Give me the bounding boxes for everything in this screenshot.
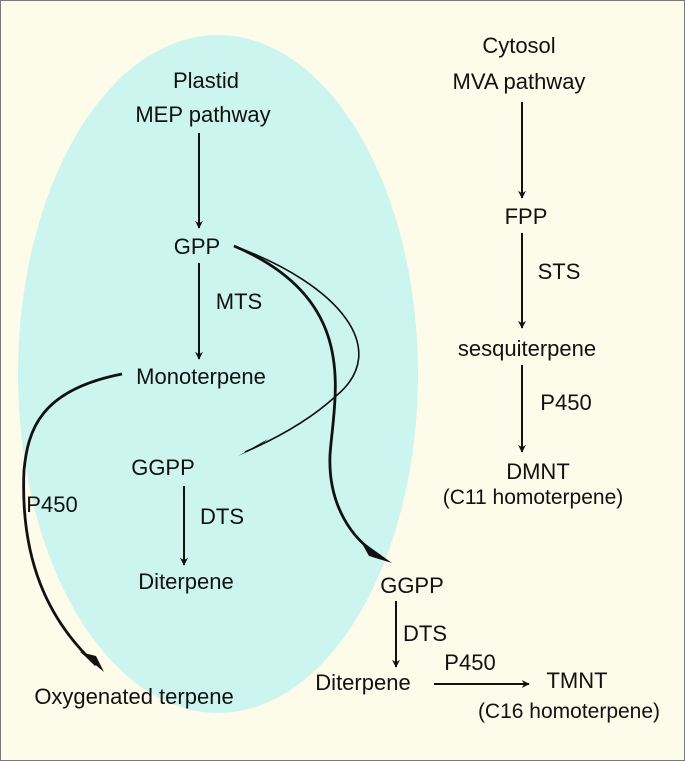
arrow-gpp-to-ggpp-plastid <box>233 245 360 453</box>
tmnt-node: TMNT <box>546 668 607 693</box>
plastid-compartment <box>18 35 418 713</box>
oxygenated-terpene-node: Oxygenated terpene <box>34 684 233 709</box>
diterpene-node-plastid: Diterpene <box>138 569 233 594</box>
mva-pathway-label: MVA pathway <box>453 69 586 94</box>
mep-pathway-label: MEP pathway <box>135 102 270 127</box>
mts-enzyme-label: MTS <box>216 289 262 314</box>
diterpene-node-cytosol: Diterpene <box>315 670 410 695</box>
dmnt-note: (C11 homoterpene) <box>443 486 624 509</box>
p450-enzyme-label-left: P450 <box>26 492 77 517</box>
gpp-node: GPP <box>174 234 220 259</box>
arrow-monoterpene-to-oxygenated <box>22 372 123 667</box>
sesquiterpene-node: sesquiterpene <box>458 336 596 361</box>
dts-enzyme-label-plastid: DTS <box>200 504 244 529</box>
fpp-node: FPP <box>505 204 548 229</box>
arrowhead-gpp-to-ggpp-cytosol <box>360 540 392 563</box>
dmnt-node: DMNT <box>506 459 570 484</box>
p450-enzyme-label-cytosol: P450 <box>540 390 591 415</box>
arrow-gpp-to-ggpp-cytosol <box>233 244 381 558</box>
tmnt-note: (C16 homoterpene) <box>478 700 660 723</box>
plastid-title: Plastid <box>173 68 239 93</box>
arrowhead-monoterpene-to-oxygenated <box>80 652 104 672</box>
monoterpene-node: Monoterpene <box>136 364 266 389</box>
sts-enzyme-label: STS <box>538 259 581 284</box>
p450-enzyme-label-bottom: P450 <box>444 650 495 675</box>
cytosol-title: Cytosol <box>482 33 555 58</box>
ggpp-node-plastid: GGPP <box>131 455 195 480</box>
dts-enzyme-label-cytosol: DTS <box>403 621 447 646</box>
arrowhead-gpp-to-ggpp-plastid <box>238 439 268 456</box>
ggpp-node-cytosol: GGPP <box>380 573 444 598</box>
